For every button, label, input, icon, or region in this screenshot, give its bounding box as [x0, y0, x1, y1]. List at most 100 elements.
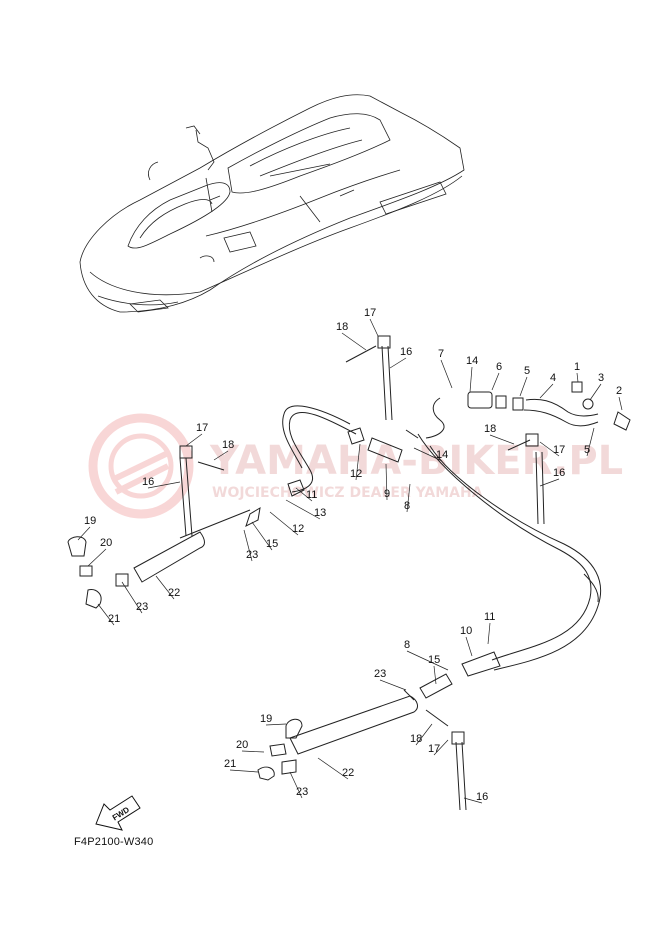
callout-leader-line: [539, 441, 560, 457]
callout-label-23: 23: [246, 549, 258, 561]
callout-label-17: 17: [364, 307, 376, 319]
callout-label-19: 19: [260, 713, 272, 725]
watermark: YAMAHA-BIKER.PL WOJCIECHOWICZ DEALER YAM…: [88, 413, 623, 519]
callout-label-20: 20: [100, 537, 112, 549]
callout-label-22: 22: [168, 587, 180, 599]
fitting-assembly-left: [67, 536, 129, 609]
callout-leader-line: [469, 366, 473, 393]
callout-label-15: 15: [428, 654, 440, 666]
callout-label-3: 3: [598, 372, 604, 384]
callout-label-12: 12: [350, 468, 362, 480]
callout-leader-line: [155, 575, 175, 600]
fwd-arrow-icon: FWD: [95, 795, 141, 831]
callout-leader-line: [317, 757, 349, 780]
callout-label-5: 5: [584, 444, 590, 456]
callout-leader-line: [121, 581, 143, 614]
callout-leader-line: [97, 603, 115, 626]
callout-leader-line: [487, 622, 491, 645]
callout-leader-line: [489, 434, 515, 445]
watermark-text: YAMAHA-BIKER.PL: [209, 438, 623, 484]
callout-leader-line: [491, 372, 500, 391]
callout-label-21: 21: [224, 758, 236, 770]
callout-leader-line: [385, 463, 388, 501]
callout-label-18: 18: [336, 321, 348, 333]
callout-label-22: 22: [342, 767, 354, 779]
callout-leader-line: [269, 511, 299, 536]
callout-leader-line: [379, 679, 407, 691]
callout-label-11: 11: [484, 611, 495, 623]
callout-label-6: 6: [496, 361, 502, 373]
callout-leader-line: [265, 723, 287, 726]
callout-label-19: 19: [84, 515, 96, 527]
callout-label-17: 17: [428, 743, 440, 755]
callout-leader-line: [77, 526, 91, 541]
callout-leader-line: [576, 372, 579, 383]
callout-label-16: 16: [400, 346, 412, 358]
callout-label-23: 23: [136, 601, 148, 613]
watermark-logo: [88, 413, 194, 519]
callout-label-20: 20: [236, 739, 248, 751]
callout-label-8: 8: [404, 500, 410, 512]
callout-leader-line: [519, 376, 528, 397]
callout-leader-line: [289, 771, 303, 799]
callout-label-16: 16: [476, 791, 488, 803]
hose-assembly-lower: [257, 651, 501, 811]
callout-label-10: 10: [460, 625, 472, 637]
watermark-subtext: WOJCIECHOWICZ DEALER YAMAHA: [212, 485, 483, 501]
callout-leader-line: [539, 383, 554, 399]
callout-leader-line: [341, 332, 367, 351]
callout-label-13: 13: [314, 507, 326, 519]
callout-label-14: 14: [436, 449, 448, 461]
callout-label-18: 18: [222, 439, 234, 451]
callout-leader-line: [433, 665, 437, 685]
callout-leader-line: [147, 481, 181, 489]
callout-label-21: 21: [108, 613, 120, 625]
callout-leader-line: [413, 447, 443, 462]
cable-ties-upper: [179, 335, 545, 537]
callout-label-14: 14: [466, 355, 478, 367]
callout-leader-line: [406, 650, 449, 671]
callout-leader-line: [295, 487, 313, 502]
callout-leader-line: [185, 433, 203, 447]
callout-label-18: 18: [484, 423, 496, 435]
callout-leader-line: [369, 318, 379, 337]
callout-leader-line: [618, 396, 623, 411]
callout-leader-line: [229, 769, 259, 773]
callout-label-5: 5: [524, 365, 530, 377]
callout-leader-line: [241, 750, 265, 753]
callout-leader-line: [251, 521, 273, 551]
callout-label-18: 18: [410, 733, 422, 745]
callout-label-4: 4: [550, 372, 556, 384]
callout-leader-line: [589, 383, 602, 401]
callout-labels: 1234556788910111112121314141515161616161…: [77, 307, 623, 804]
callout-label-23: 23: [374, 668, 386, 680]
callout-leader-line: [87, 548, 107, 567]
callout-label-12: 12: [292, 523, 304, 535]
callout-leader-line: [243, 529, 253, 562]
watercraft-illustration: [79, 94, 465, 313]
callout-leader-line: [539, 478, 560, 487]
callout-label-11: 11: [306, 489, 317, 501]
callout-label-16: 16: [142, 476, 154, 488]
callout-label-17: 17: [196, 422, 208, 434]
hose-assembly-upper: [133, 381, 631, 671]
callout-leader-line: [440, 359, 453, 389]
callout-leader-line: [465, 636, 473, 657]
callout-leader-line: [415, 723, 433, 746]
callout-label-7: 7: [438, 348, 444, 360]
callout-leader-line: [355, 443, 361, 481]
callout-leader-line: [213, 450, 229, 461]
callout-label-2: 2: [616, 385, 622, 397]
callout-leader-line: [433, 739, 449, 756]
callout-label-23: 23: [296, 786, 308, 798]
callout-label-9: 9: [384, 488, 390, 500]
callout-label-17: 17: [553, 444, 565, 456]
callout-label-16: 16: [553, 467, 565, 479]
callout-leader-line: [586, 427, 595, 457]
callout-leader-line: [406, 483, 411, 513]
diagram-code: F4P2100-W340: [74, 836, 154, 848]
callout-leader-line: [389, 357, 407, 369]
callout-label-15: 15: [266, 538, 278, 550]
callout-leader-line: [285, 499, 321, 520]
